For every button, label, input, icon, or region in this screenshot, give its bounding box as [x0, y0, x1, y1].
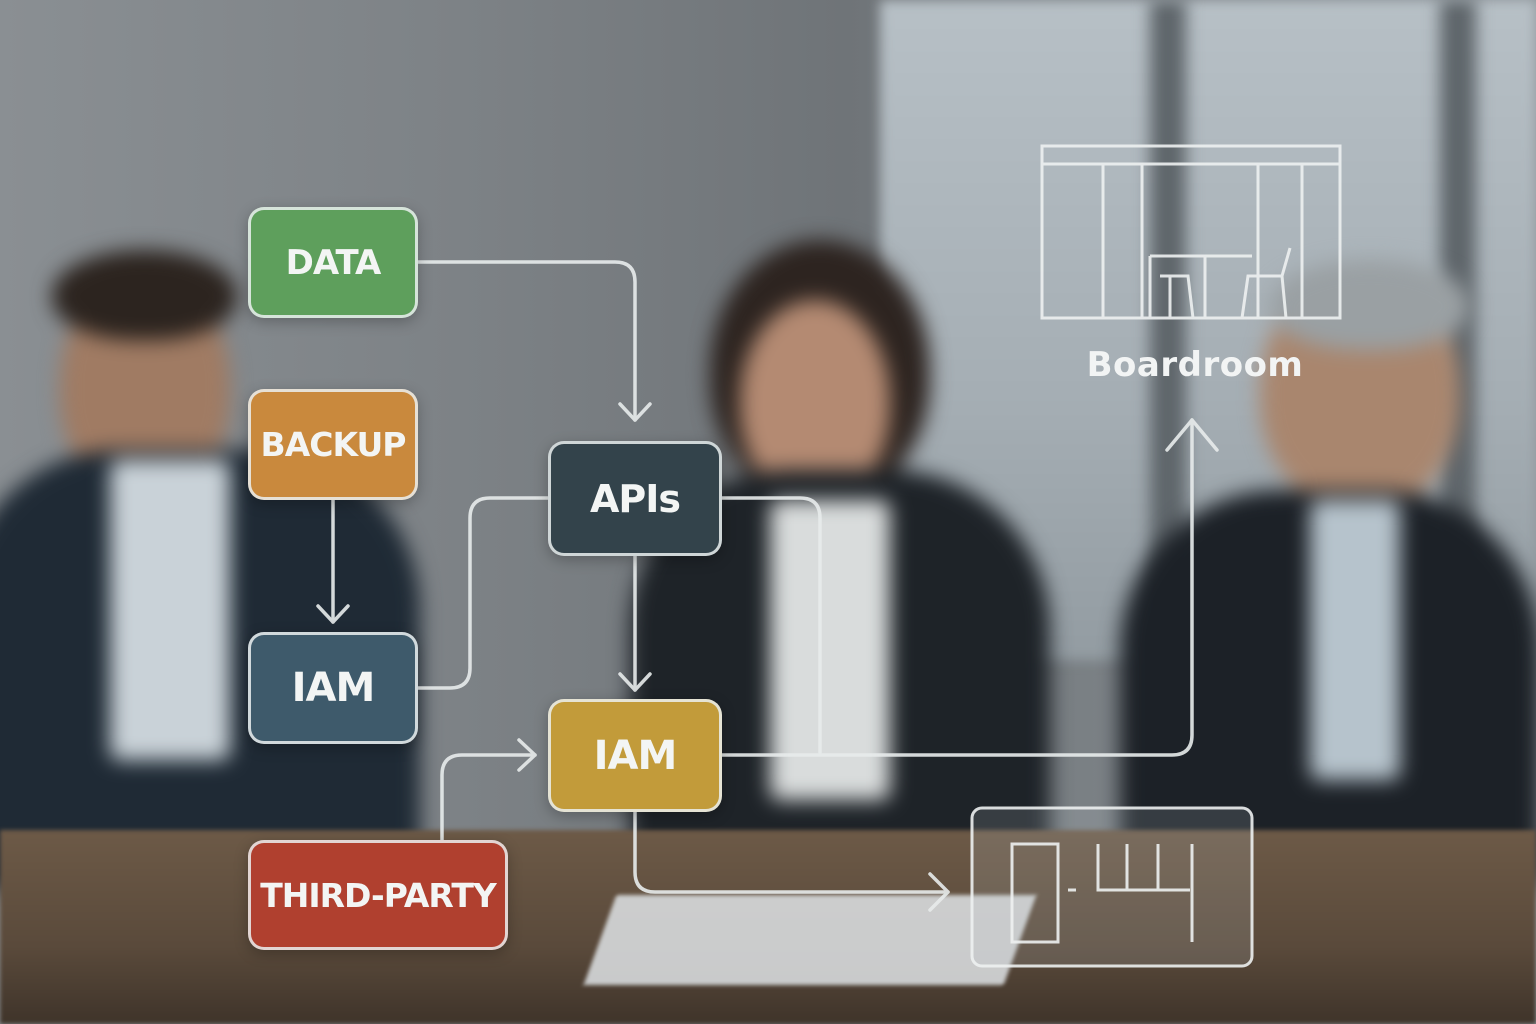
node-iam-left: IAM — [248, 632, 418, 744]
node-iam-center: IAM — [548, 699, 722, 812]
node-data-label: DATA — [285, 242, 382, 283]
node-iam-center-label: IAM — [593, 732, 678, 779]
node-third-party-label: THIRD-PARTY — [260, 875, 497, 915]
arrowhead-apis — [618, 402, 652, 422]
connector-thirdparty-iam — [440, 753, 537, 842]
node-apis-label: APIs — [589, 476, 681, 521]
node-iam-left-label: IAM — [291, 665, 376, 711]
connector-apis-right — [720, 496, 822, 754]
connector-data-apis — [416, 260, 637, 422]
person-left — [0, 250, 420, 890]
arrowhead-iam-center — [618, 672, 652, 692]
floorplan-icon — [1010, 842, 1194, 944]
arrowhead-iam-from-thirdparty — [517, 738, 537, 772]
arrowhead-boardroom — [1165, 418, 1219, 452]
node-apis: APIs — [548, 441, 722, 556]
connector-iam-floorplan — [633, 810, 950, 894]
connector-iam-boardroom — [720, 418, 1194, 757]
node-backup: BACKUP — [248, 389, 418, 500]
arrowhead-iam-left — [316, 604, 350, 624]
person-right — [1120, 260, 1536, 890]
boardroom-icon — [1040, 144, 1342, 320]
node-backup-label: BACKUP — [260, 425, 407, 464]
connector-iam-apis — [416, 496, 550, 690]
node-data: DATA — [248, 207, 418, 318]
node-third-party: THIRD-PARTY — [248, 840, 508, 950]
floorplan-card — [970, 806, 1254, 968]
boardroom-label: Boardroom — [1086, 345, 1304, 385]
arrowhead-floorplan — [928, 872, 950, 912]
